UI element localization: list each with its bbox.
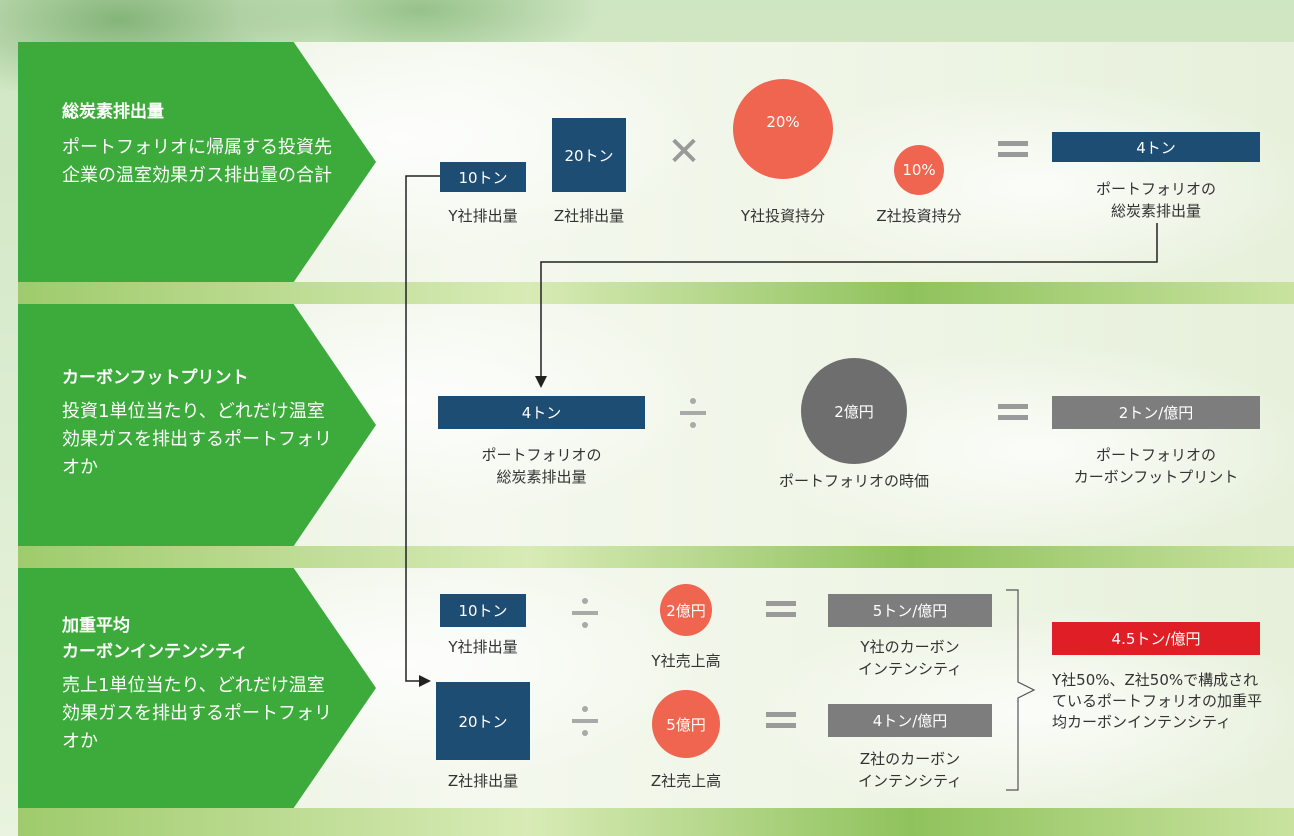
section1-y-emission-label: Y社排出量 <box>448 207 518 225</box>
section1-z-share-text: 10% <box>902 161 936 179</box>
section3-z-intensity-label-line1: Z社のカーボン <box>859 750 961 768</box>
section3-y-sales-text: 2億円 <box>666 601 706 620</box>
section1-title: 総炭素排出量 <box>62 102 164 122</box>
divide-icon-1 <box>680 398 706 428</box>
section1-z-share-label: Z社投資持分 <box>876 207 962 225</box>
section3-z-intensity-box: 4トン/億円 <box>828 704 992 737</box>
arrow-to-section2 <box>535 223 1158 388</box>
equals-icon-4 <box>766 712 796 728</box>
section3-y-emission-box: 10トン <box>440 594 526 627</box>
section3-result-description: Y社50%、Z社50%で構成されているポートフォリオの加重平均カーボンインテンシ… <box>1052 671 1263 731</box>
separator-2 <box>18 546 1294 568</box>
arrow-to-section3 <box>405 175 440 687</box>
divide-icon-2 <box>572 598 598 628</box>
separator-3 <box>18 808 1294 836</box>
section1-y-share-text: 20% <box>766 113 800 131</box>
section2-market-value-text: 2億円 <box>834 402 874 421</box>
equals-icon-1 <box>998 141 1028 157</box>
section3-z-sales-label: Z社売上高 <box>650 772 722 790</box>
section1-y-share-label: Y社投資持分 <box>740 207 826 225</box>
section2-emission-label-line1: ポートフォリオの <box>481 446 602 464</box>
section2-result-label-line2: カーボンフットプリント <box>1073 468 1239 486</box>
section3-z-emission-label: Z社排出量 <box>447 772 519 790</box>
section1-result-label-line1: ポートフォリオの <box>1095 180 1216 198</box>
equals-icon-3 <box>766 601 796 617</box>
multiply-icon: ✕ <box>667 129 701 175</box>
chevron-section1 <box>18 42 376 282</box>
section2-description: 投資1単位当たり、どれだけ温室効果ガスを排出するポートフォリオか <box>62 401 332 478</box>
section3-y-intensity-box: 5トン/億円 <box>828 594 992 627</box>
section1-z-share-circle: 10% <box>894 145 944 195</box>
section3-z-sales-text: 5億円 <box>666 715 706 734</box>
section3-result-box: 4.5トン/億円 <box>1052 622 1260 655</box>
section3-y-sales-circle: 2億円 <box>660 584 712 636</box>
section3-z-sales-circle: 5億円 <box>652 690 720 758</box>
separator-1 <box>18 282 1294 304</box>
section3-title-line1: 加重平均 <box>62 616 130 636</box>
section2-result-label-line1: ポートフォリオの <box>1095 446 1216 464</box>
section1-result-label-line2: 総炭素排出量 <box>1110 202 1201 220</box>
section1-result-box: 4トン <box>1052 132 1260 162</box>
section2-market-value-circle: 2億円 <box>801 358 907 464</box>
section2-result-box: 2トン/億円 <box>1052 396 1260 429</box>
chevron-section2 <box>18 304 376 546</box>
section2-emission-label-line2: 総炭素排出量 <box>496 468 587 486</box>
section1-description: ポートフォリオに帰属する投資先企業の温室効果ガス排出量の合計 <box>62 137 332 186</box>
section2-emission-box: 4トン <box>438 396 645 429</box>
chevron-section3 <box>18 568 376 808</box>
section3-description: 売上1単位当たり、どれだけ温室効果ガスを排出するポートフォリオか <box>62 675 332 752</box>
section3-y-intensity-label-line2: インテンシティ <box>857 660 963 678</box>
section1-z-emission-label: Z社排出量 <box>553 207 625 225</box>
section3-z-intensity-label-line2: インテンシティ <box>857 772 963 790</box>
section1-z-emission-box: 20トン <box>552 118 626 192</box>
section3-y-emission-label: Y社排出量 <box>448 638 518 656</box>
section1-y-share-circle: 20% <box>733 79 833 179</box>
equals-icon-2 <box>998 404 1028 420</box>
section1-y-emission-box: 10トン <box>440 162 526 192</box>
section2-market-value-label: ポートフォリオの時価 <box>778 472 929 490</box>
section3-y-sales-label: Y社売上高 <box>651 652 721 670</box>
section3-z-emission-box: 20トン <box>436 682 530 760</box>
divide-icon-3 <box>572 706 598 736</box>
section2-title: カーボンフットプリント <box>62 368 249 388</box>
section3-title-line2: カーボンインテンシティ <box>62 642 248 662</box>
section3-y-intensity-label-line1: Y社のカーボン <box>860 638 960 656</box>
